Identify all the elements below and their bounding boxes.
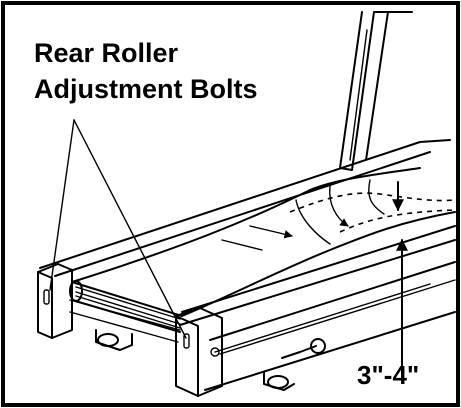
rear-roller [69, 280, 183, 333]
endcap-bolt-left [43, 289, 50, 305]
label-rear-roller: Rear Roller [34, 38, 179, 68]
measurement-marker [392, 181, 408, 373]
adjust-knob [310, 338, 326, 354]
treadmill-frame [39, 139, 456, 391]
feet [95, 329, 326, 391]
walking-belt [71, 167, 456, 317]
label-measurement: 3"-4" [357, 360, 419, 390]
leader-lines [49, 119, 187, 339]
endcap-bolt-right [183, 333, 190, 349]
label-adjustment-bolts: Adjustment Bolts [34, 74, 258, 104]
rail-slot-hole [210, 347, 220, 357]
upright-post [339, 11, 413, 171]
